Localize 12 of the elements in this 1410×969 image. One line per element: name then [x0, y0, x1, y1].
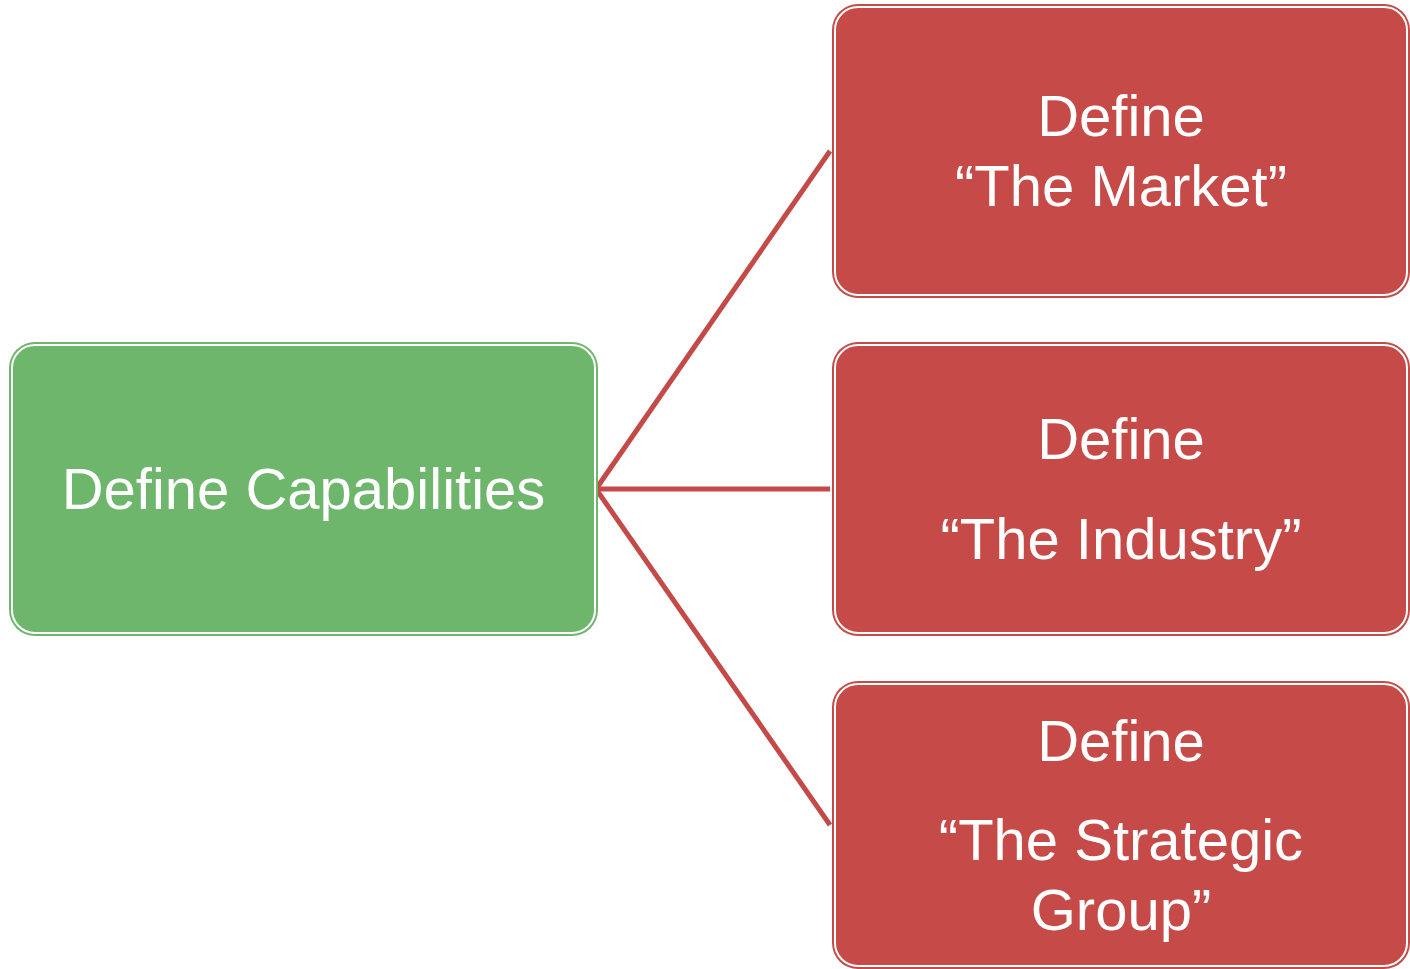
definition-box [834, 683, 1408, 967]
definition-box [834, 344, 1408, 634]
box-title: Define [1036, 82, 1206, 151]
box-subtitle: “The Strategic Group” [937, 806, 1305, 944]
capability-box [11, 344, 596, 634]
box-title: Define [1036, 405, 1206, 474]
definition-box [834, 6, 1408, 296]
box-title: Define Capabilities [60, 455, 547, 524]
box-subtitle: “The Industry” [939, 505, 1303, 573]
connector-line [596, 486, 830, 492]
box-title: Define [1036, 706, 1206, 775]
box-subtitle: “The Market” [954, 152, 1288, 220]
